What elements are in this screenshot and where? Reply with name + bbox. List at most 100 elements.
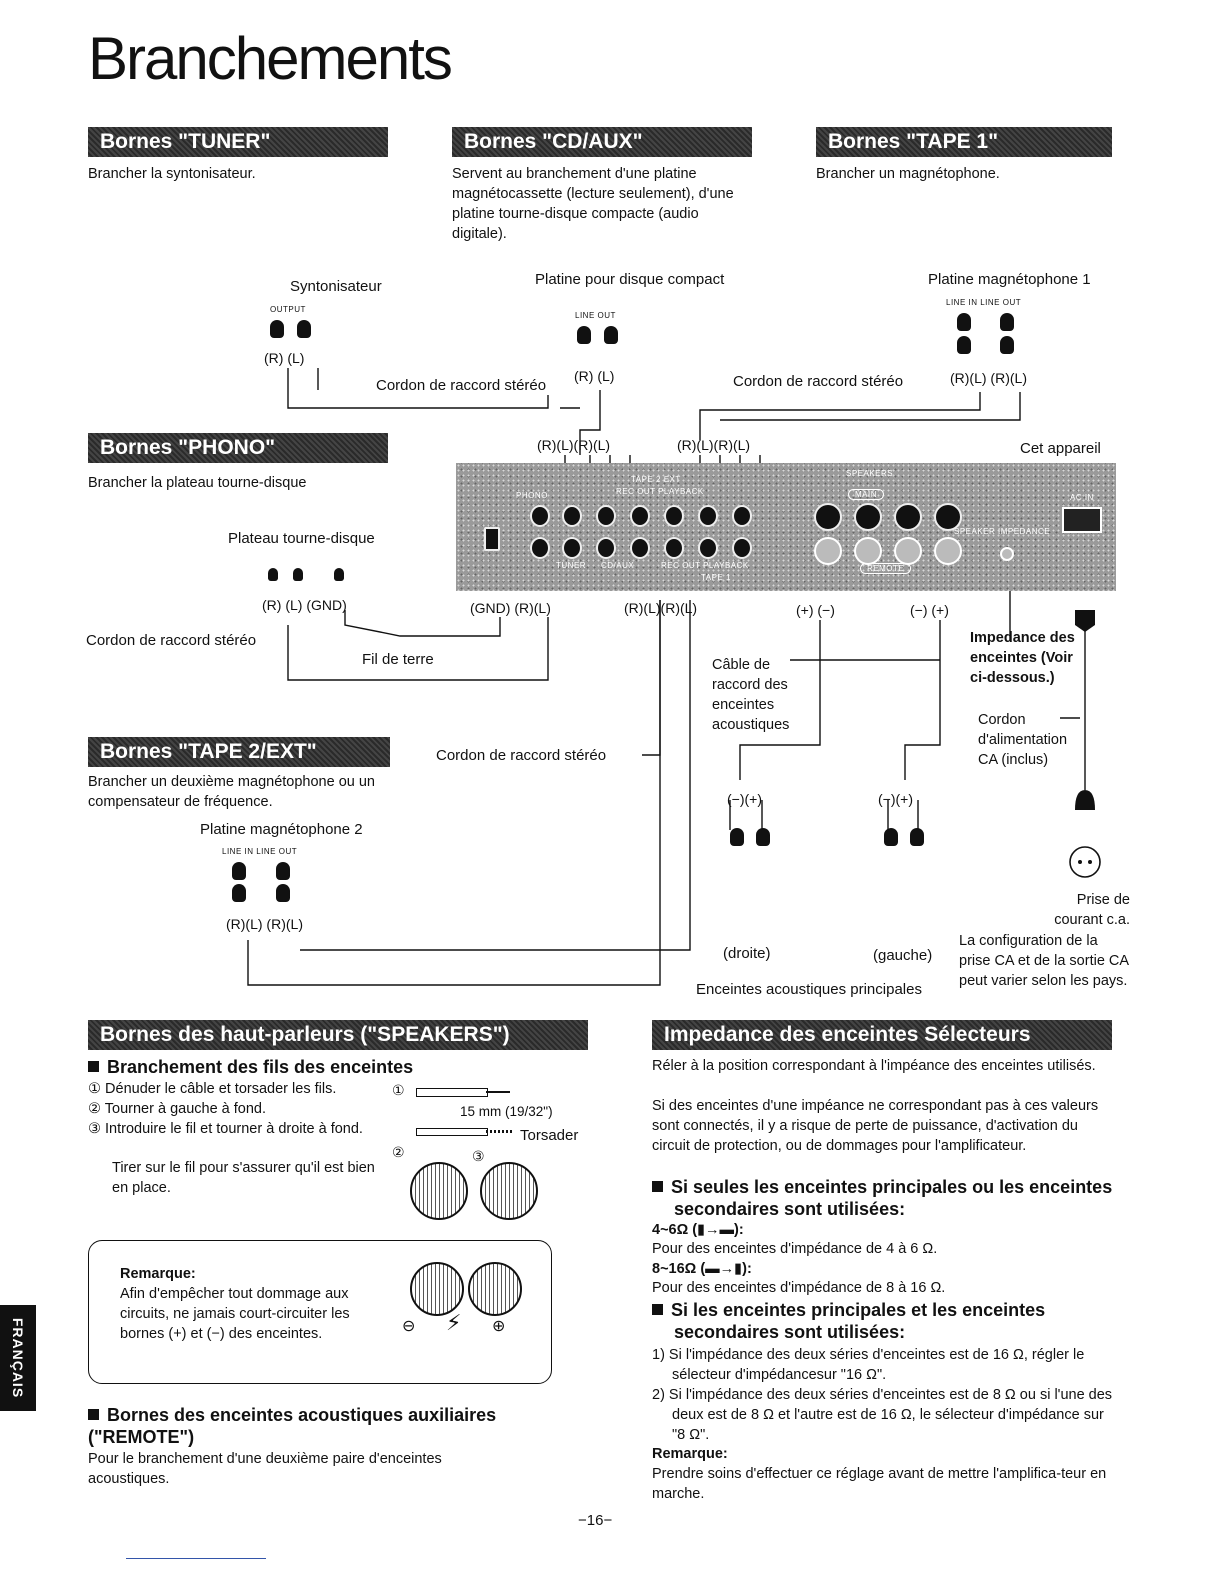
gnd-rl-label: (GND) (R)(L) <box>470 600 551 616</box>
rca-plug-icon <box>1000 313 1014 331</box>
rca-plug-icon <box>276 884 290 902</box>
cordon-label: Cordon de raccord stéréo <box>436 747 607 764</box>
line-out-label: LINE OUT <box>575 311 616 320</box>
rl-label: (R) (L) <box>574 368 615 384</box>
rear-panel: PHONO TAPE 2 EXT REC OUT PLAYBACK TUNER … <box>456 463 1116 591</box>
plus-terminal-icon: ⊕ <box>492 1318 506 1335</box>
step-1: ① Dénuder le câble et torsader les fils. <box>88 1081 337 1097</box>
both-heading: Si les enceintes principales et les ence… <box>652 1299 1136 1343</box>
droite-label: (droite) <box>723 945 771 962</box>
speaker-plug-icon <box>884 828 898 846</box>
impedance-note: Impedance des enceintes (Voir ci-dessous… <box>970 630 1075 686</box>
tape1-text: Brancher un magnétophone. <box>816 166 1000 182</box>
panel-label: TAPE 1 <box>701 573 731 582</box>
jack-icon <box>664 537 684 559</box>
page-title: Branchements <box>88 25 453 92</box>
page-number: −16− <box>578 1512 613 1529</box>
range2-label: 8~16Ω (▬→▮): <box>652 1261 752 1277</box>
panel-label: TAPE 2 EXT <box>631 475 681 484</box>
measure-label: 15 mm (19/32") <box>460 1104 553 1119</box>
terminal-polarity: (−) (+) <box>910 602 949 618</box>
jack-icon <box>630 537 650 559</box>
syntonisateur-label: Syntonisateur <box>290 278 382 295</box>
platine-mag2-label: Platine magnétophone 2 <box>200 821 363 838</box>
jack-icon <box>732 505 752 527</box>
footer-rule <box>126 1558 266 1559</box>
jack-icon <box>664 505 684 527</box>
tape2-text: Brancher un deuxième magnétophone ou un … <box>88 774 375 810</box>
step-3-extra: Tirer sur le fil pour s'assurer qu'il es… <box>112 1160 375 1196</box>
cable-label: Câble de raccord des enceintes acoustiqu… <box>712 657 790 733</box>
aux-heading: Bornes des enceintes acoustiques auxilia… <box>88 1405 497 1447</box>
jack-icon <box>562 537 582 559</box>
wire-icon <box>416 1128 488 1136</box>
panel-label: PHONO <box>516 491 548 500</box>
rca-plug-icon <box>957 336 971 354</box>
terminal-polarity: (−)(+) <box>727 791 762 807</box>
step-3: ③ Introduire le fil et tourner à droite … <box>88 1121 363 1137</box>
impedance-remark-title: Remarque: <box>652 1446 728 1462</box>
torsader-label: Torsader <box>520 1127 579 1144</box>
panel-label: SPEAKER IMPEDANCE <box>954 527 1051 536</box>
impedance-item-2: 2) Si l'impédance des deux séries d'ence… <box>652 1387 1113 1443</box>
prise-label: Prise de courant c.a. <box>1054 892 1130 928</box>
speaker-terminal-icon <box>934 503 962 531</box>
config-note: La configuration de la prise CA et de la… <box>959 933 1129 989</box>
rl-label: (R) (L) <box>264 350 305 366</box>
panel-label: REC OUT PLAYBACK <box>616 487 704 496</box>
rca-plug-icon <box>268 568 278 581</box>
cet-appareil-label: Cet appareil <box>1020 440 1101 457</box>
jack-icon <box>630 505 650 527</box>
jack-icon <box>562 505 582 527</box>
panel-label: REC OUT PLAYBACK <box>661 561 749 570</box>
rl-label: (R)(L) (R)(L) <box>226 916 303 932</box>
speaker-plug-icon <box>756 828 770 846</box>
language-tab: FRANÇAIS <box>0 1305 36 1411</box>
cordon-label: Cordon de raccord stéréo <box>86 632 257 649</box>
terminal-knob-icon <box>410 1162 468 1220</box>
cordon-label: Cordon de raccord stéréo <box>376 377 547 394</box>
rca-plug-icon <box>270 320 284 338</box>
only-main-heading: Si seules les enceintes principales ou l… <box>652 1176 1136 1220</box>
wire-core-icon <box>486 1091 510 1093</box>
output-label: OUTPUT <box>270 305 306 314</box>
rl-label: (R)(L)(R)(L) <box>677 437 751 453</box>
rca-plug-icon <box>232 884 246 902</box>
range2-text: Pour des enceintes d'impédance de 8 à 16… <box>652 1280 946 1296</box>
rca-plug-icon <box>1000 336 1014 354</box>
twisted-wire-icon <box>486 1130 512 1133</box>
tape1-heading: Bornes "TAPE 1" <box>816 127 1112 157</box>
cdaux-text: Servent au branchement d'une platine mag… <box>452 166 734 242</box>
tape2-heading: Bornes "TAPE 2/EXT" <box>88 737 390 767</box>
speaker-terminal-icon <box>814 503 842 531</box>
remark-title: Remarque: <box>120 1266 196 1282</box>
rca-plug-icon <box>232 862 246 880</box>
terminal-knob-icon <box>410 1262 464 1316</box>
gauche-label: (gauche) <box>873 947 933 964</box>
wire-subheading: Branchement des fils des enceintes <box>88 1056 568 1078</box>
terminal-polarity: (+) (−) <box>796 602 835 618</box>
rca-plug-icon <box>577 326 591 344</box>
speaker-terminal-icon <box>894 537 922 565</box>
terminal-knob-icon <box>480 1162 538 1220</box>
fig-mark: ① <box>392 1082 405 1098</box>
fig-mark: ② <box>392 1144 405 1160</box>
line-in-out-label: LINE IN LINE OUT <box>946 298 1022 307</box>
impedance-selector-icon <box>1000 547 1014 561</box>
ac-inlet-icon <box>1062 507 1102 533</box>
phono-text: Brancher la plateau tourne-disque <box>88 475 307 491</box>
speakers-heading: Bornes des haut-parleurs ("SPEAKERS") <box>88 1020 588 1050</box>
platine-cd-label: Platine pour disque compact <box>535 271 725 288</box>
plateau-label: Plateau tourne-disque <box>228 530 375 547</box>
rca-plug-icon <box>293 568 303 581</box>
speaker-terminal-icon <box>814 537 842 565</box>
panel-label: AC IN <box>1070 493 1094 502</box>
rca-plug-icon <box>297 320 311 338</box>
jack-icon <box>530 505 550 527</box>
rca-plug-icon <box>957 313 971 331</box>
impedance-item-1: 1) Si l'impédance des deux séries d'ence… <box>652 1347 1085 1383</box>
fig-mark: ③ <box>472 1148 485 1164</box>
bullet-square-icon <box>652 1181 663 1192</box>
rl-label: (R)(L) (R)(L) <box>950 370 1027 386</box>
panel-label: REMOTE <box>860 563 912 574</box>
